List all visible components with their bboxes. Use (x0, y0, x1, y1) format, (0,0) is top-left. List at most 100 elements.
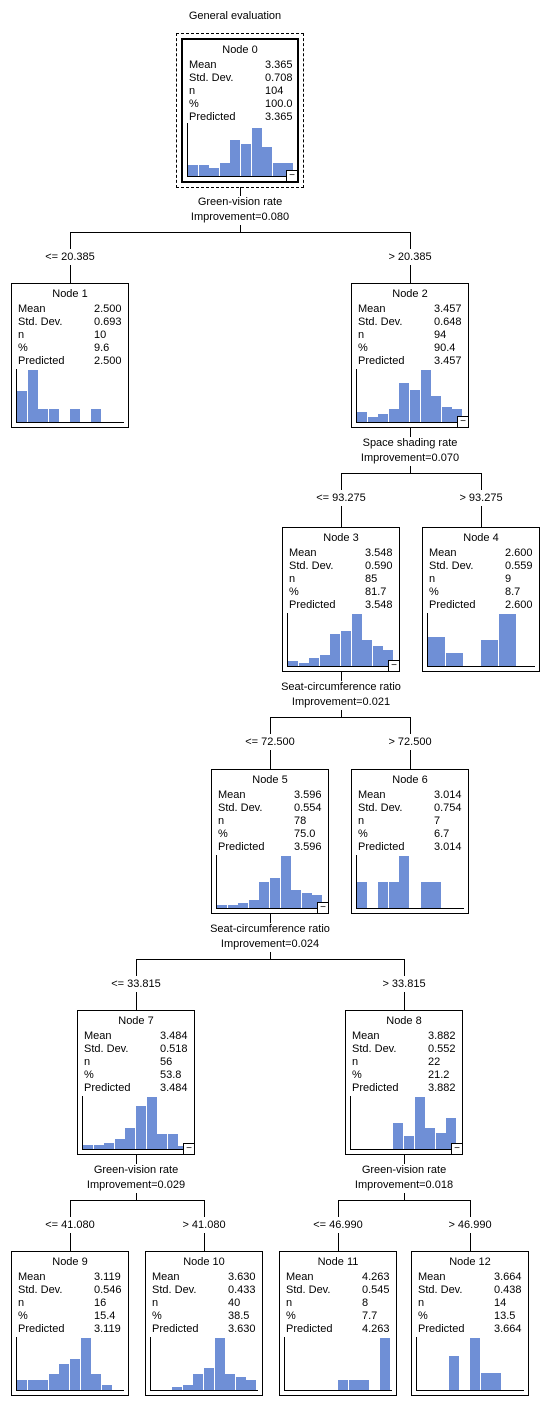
stat-row-std-dev-: Std. Dev.0.554 (218, 802, 322, 815)
histogram-bar (193, 1374, 204, 1390)
node-histogram (150, 1337, 258, 1391)
histogram-bar (48, 409, 59, 422)
histogram-bar (359, 1380, 370, 1390)
stat-label: Predicted (189, 111, 236, 123)
stat-value: 4.263 (362, 1323, 390, 1335)
histogram-bar (362, 640, 373, 666)
stat-value: 10 (94, 329, 107, 341)
histogram-bar (214, 1338, 225, 1390)
histogram-bar (445, 653, 463, 666)
stat-value: 0.552 (428, 1043, 456, 1055)
node-histogram (187, 123, 294, 177)
collapse-toggle[interactable]: − (451, 1143, 463, 1155)
histogram-y-axis (356, 369, 357, 423)
split-variable: Green-vision rate (361, 1164, 447, 1176)
stat-value: 21.2 (428, 1069, 450, 1081)
histogram-bar (367, 417, 378, 422)
stat-value: 2.500 (94, 303, 122, 315)
collapse-toggle[interactable]: − (388, 660, 400, 672)
stat-value: 13.5 (494, 1310, 516, 1322)
histogram-y-axis (16, 1337, 17, 1391)
stat-label: n (18, 1297, 25, 1309)
histogram-x-axis (187, 176, 293, 177)
stat-row-%: %81.7 (289, 586, 393, 599)
histogram-bar (410, 390, 420, 422)
split-connector (240, 225, 241, 232)
histogram-bar (125, 1128, 136, 1149)
stat-label: Predicted (429, 599, 476, 611)
split-improvement: Improvement=0.070 (360, 452, 460, 464)
stat-label: Mean (18, 303, 46, 315)
collapse-toggle[interactable]: − (317, 902, 329, 914)
stat-label: Mean (152, 1271, 180, 1283)
stat-label: Std. Dev. (189, 72, 234, 84)
node-histogram (16, 1337, 124, 1391)
histogram-bar (298, 663, 309, 666)
stat-row-std-dev-: Std. Dev.0.546 (18, 1284, 122, 1297)
histogram-bar (227, 905, 238, 908)
split-stem (240, 187, 241, 196)
stat-row-%: %9.6 (18, 342, 122, 355)
right-branch-line (410, 717, 411, 734)
right-branch-line (470, 1200, 471, 1217)
stat-value: 0.433 (228, 1284, 256, 1296)
right-branch-line (481, 473, 482, 490)
histogram-bar (157, 1134, 168, 1149)
stat-label: n (418, 1297, 425, 1309)
stat-value: 0.590 (365, 560, 393, 572)
histogram-x-axis (16, 1390, 124, 1391)
stat-value: 56 (160, 1056, 173, 1068)
left-branch-drop (70, 265, 71, 283)
histogram-y-axis (427, 613, 428, 667)
histogram-x-axis (82, 1149, 190, 1150)
split-improvement: Improvement=0.080 (190, 211, 290, 223)
stat-label: Mean (18, 1271, 46, 1283)
node-histogram (16, 369, 124, 423)
histogram-bar (498, 614, 516, 666)
stat-label: Predicted (218, 841, 265, 853)
collapse-toggle[interactable]: − (457, 416, 469, 428)
left-branch-line (341, 473, 342, 490)
collapse-toggle[interactable]: − (286, 170, 298, 182)
stat-row-std-dev-: Std. Dev.0.559 (429, 560, 533, 573)
stat-label: Predicted (289, 599, 336, 611)
stat-label: Std. Dev. (352, 1043, 397, 1055)
stat-row-%: %100.0 (189, 98, 293, 111)
stat-row-%: %7.7 (286, 1310, 390, 1323)
stat-value: 14 (494, 1297, 507, 1309)
stat-value: 9.6 (94, 342, 110, 354)
stat-label: n (286, 1297, 293, 1309)
stat-label: n (289, 573, 296, 585)
stat-label: Mean (218, 789, 246, 801)
stat-value: 0.518 (160, 1043, 188, 1055)
histogram-bar (91, 409, 102, 422)
left-branch-condition: <= 20.385 (45, 251, 95, 263)
histogram-bar (93, 1145, 104, 1149)
stat-value: 78 (294, 815, 307, 827)
collapse-toggle[interactable]: − (183, 1143, 195, 1155)
split-branch-line (136, 959, 405, 960)
stat-value: 75.0 (294, 828, 316, 840)
node-histogram (287, 613, 395, 667)
stat-row-std-dev-: Std. Dev. 0.552 (352, 1043, 456, 1056)
stat-label: Mean (418, 1271, 446, 1283)
stat-label: Std. Dev. (289, 560, 334, 572)
